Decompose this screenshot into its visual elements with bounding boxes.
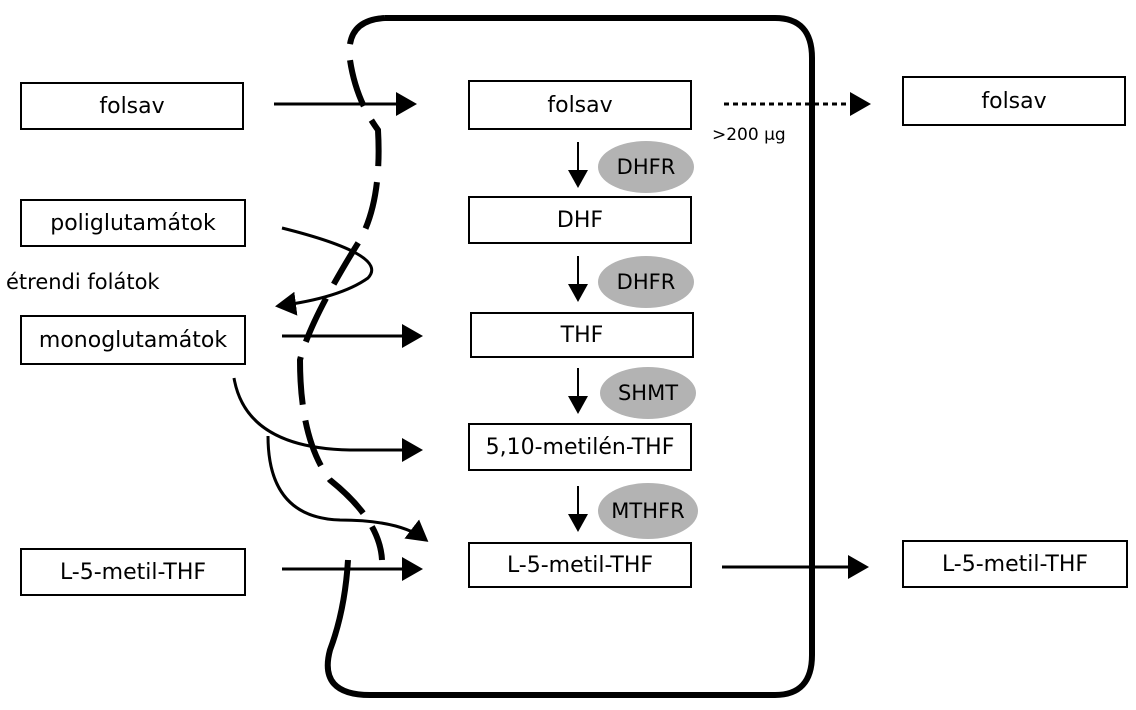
cell-membrane [324,15,815,698]
box-folsav-cell: folsav [468,80,692,130]
enzyme-dhfr-1: DHFR [598,141,694,193]
arrow-poliglutamatok-to-monoglutamatok [275,226,374,316]
enzyme-mthfr: MTHFR [598,483,698,539]
box-thf: THF [470,312,694,358]
box-folsav-excreted: folsav [902,76,1126,126]
box-l5metilthf-cell: L-5-metil-THF [468,542,692,588]
arrow-monoglutamatok-to-l5metil [266,435,429,542]
cell-membrane-dashed [296,15,386,561]
box-l5metilthf-outside: L-5-metil-THF [20,548,246,596]
enzyme-shmt: SHMT [600,367,696,419]
box-monoglutamatok: monoglutamátok [20,315,246,365]
box-l5metilthf-released: L-5-metil-THF [902,540,1128,588]
label-threshold: >200 µg [712,125,786,145]
box-folsav-outside: folsav [20,82,244,130]
label-etrendi-folatok: étrendi folátok [6,270,160,294]
box-metilen-thf: 5,10-metilén-THF [468,423,692,471]
box-poliglutamatok: poliglutamátok [20,199,246,247]
box-dhf: DHF [468,196,692,244]
arrow-monoglutamatok-to-metilen [232,377,423,462]
enzyme-dhfr-2: DHFR [598,256,694,308]
